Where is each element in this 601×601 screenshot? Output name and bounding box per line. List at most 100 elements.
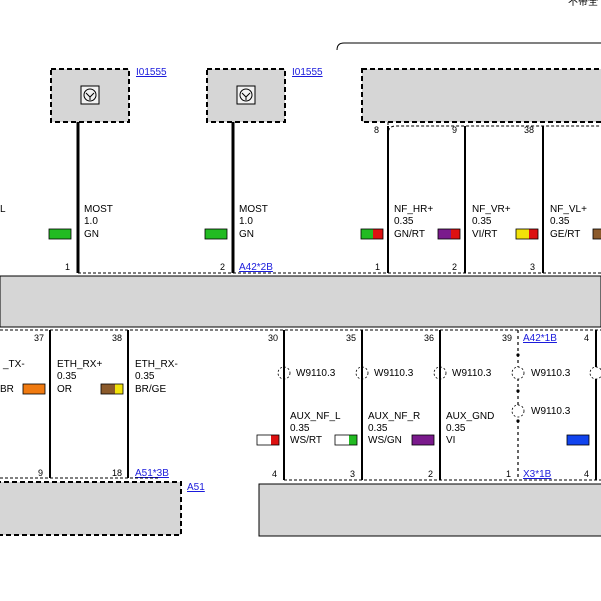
pin-number: 1 (65, 262, 70, 272)
wire-label-most-2: MOST 1.0 GN (239, 204, 268, 240)
component-i01555-right[interactable] (206, 68, 286, 123)
svg-text:0.35: 0.35 (472, 216, 492, 227)
svg-text:0.35: 0.35 (368, 423, 388, 434)
pin-number: 39 (502, 333, 512, 343)
pin-frame-top (387, 122, 601, 135)
component-x3[interactable] (258, 483, 601, 537)
wire-label-nf-vr: NF_VR+ 0.35 VI/RT (472, 204, 511, 240)
speaker-icon (236, 85, 256, 105)
color-swatch (256, 434, 280, 446)
svg-text:AUX_NF_R: AUX_NF_R (368, 411, 420, 422)
svg-text:W9110.3: W9110.3 (296, 368, 336, 379)
pin-number: 8 (374, 125, 379, 135)
splice-marker[interactable]: W9110.3 (511, 366, 571, 380)
svg-text:W9110.3: W9110.3 (452, 368, 492, 379)
pin-number: 18 (112, 468, 122, 478)
pin-number: 30 (268, 333, 278, 343)
svg-text:1.0: 1.0 (84, 216, 98, 227)
pin-number: 3 (530, 262, 535, 272)
color-swatch (592, 228, 601, 240)
svg-text:GN: GN (84, 229, 99, 240)
svg-text:BR/GE: BR/GE (135, 384, 166, 395)
component-link-i01555[interactable]: I01555 (136, 67, 167, 78)
svg-text:_TX-: _TX- (2, 359, 25, 370)
splice-marker[interactable]: W9110.3 (433, 366, 492, 380)
pin-number: 9 (38, 468, 43, 478)
splice-marker[interactable]: W9110.3 (511, 404, 571, 418)
splice-marker[interactable] (589, 366, 601, 380)
wire-label-nf-hr: NF_HR+ 0.35 GN/RT (394, 204, 433, 240)
svg-text:BR: BR (0, 384, 14, 395)
pin-number: 38 (524, 125, 534, 135)
svg-text:0.35: 0.35 (57, 371, 77, 382)
color-swatch (437, 228, 461, 240)
wire-label-aux-nf-l: AUX_NF_L 0.35 WS/RT (290, 411, 341, 446)
amplifier-connector[interactable] (361, 68, 601, 123)
component-i01555-left[interactable] (50, 68, 130, 123)
component-a51[interactable] (0, 481, 182, 536)
svg-text:0.35: 0.35 (394, 216, 414, 227)
svg-text:VI: VI (446, 435, 455, 446)
color-swatch (100, 383, 124, 395)
pin-number: 35 (346, 333, 356, 343)
corner-label: 不带全 (568, 0, 598, 8)
svg-text:W9110.3: W9110.3 (531, 368, 571, 379)
connector-link-a42-2b[interactable]: A42*2B (239, 262, 273, 273)
speaker-icon (80, 85, 100, 105)
color-swatch (566, 434, 590, 446)
wire-label-most-1: MOST 1.0 GN (84, 204, 113, 240)
color-swatch (48, 228, 72, 240)
svg-text:W9110.3: W9110.3 (374, 368, 414, 379)
wire-label-eth-rx-minus: ETH_RX- 0.35 BR/GE (135, 359, 178, 395)
splice-marker[interactable]: W9110.3 (355, 366, 414, 380)
component-link-a51[interactable]: A51 (187, 482, 205, 493)
svg-text:0.35: 0.35 (135, 371, 155, 382)
svg-text:MOST: MOST (84, 204, 113, 215)
svg-text:NF_HR+: NF_HR+ (394, 204, 433, 215)
component-link-i01555-b[interactable]: I01555 (292, 67, 323, 78)
svg-text:MOST: MOST (239, 204, 268, 215)
svg-text:GE/RT: GE/RT (550, 229, 580, 240)
color-swatch (22, 383, 46, 395)
wire-label-aux-nf-r: AUX_NF_R 0.35 WS/GN (368, 411, 420, 446)
svg-text:1.0: 1.0 (239, 216, 253, 227)
pin-number: 38 (112, 333, 122, 343)
svg-text:NF_VR+: NF_VR+ (472, 204, 511, 215)
svg-text:0.35: 0.35 (446, 423, 466, 434)
svg-text:WS/GN: WS/GN (368, 435, 402, 446)
svg-text:0.35: 0.35 (550, 216, 570, 227)
edge-label: L (0, 204, 6, 215)
svg-text:W9110.3: W9110.3 (531, 406, 571, 417)
pin-number: 1 (506, 469, 511, 479)
svg-text:NF_VL+: NF_VL+ (550, 204, 587, 215)
pin-number: 9 (452, 125, 457, 135)
pin-number: 4 (584, 469, 589, 479)
color-swatch (360, 228, 384, 240)
svg-text:AUX_NF_L: AUX_NF_L (290, 411, 341, 422)
pin-number: 3 (350, 469, 355, 479)
svg-text:GN: GN (239, 229, 254, 240)
svg-text:OR: OR (57, 384, 72, 395)
color-swatch (204, 228, 228, 240)
group-bracket (336, 42, 601, 51)
pin-number: 1 (375, 262, 380, 272)
pin-number: 2 (452, 262, 457, 272)
wire-label-eth-rx-plus: ETH_RX+ 0.35 OR (57, 359, 102, 395)
color-swatch (515, 228, 539, 240)
connector-link-a51-3b[interactable]: A51*3B (135, 468, 169, 479)
wire-label-aux-gnd: AUX_GND 0.35 VI (446, 411, 494, 446)
edge-wire-label-tx: _TX- BR (0, 359, 25, 395)
svg-text:0.35: 0.35 (290, 423, 310, 434)
shield-dots (516, 353, 520, 423)
pin-number: 4 (584, 333, 589, 343)
color-swatch (334, 434, 358, 446)
svg-text:WS/RT: WS/RT (290, 435, 322, 446)
splice-marker[interactable]: W9110.3 (277, 366, 336, 380)
connector-link-a42-1b[interactable]: A42*1B (523, 333, 557, 344)
svg-text:GN/RT: GN/RT (394, 229, 425, 240)
connector-link-x3-1b[interactable]: X3*1B (523, 469, 552, 480)
control-unit-bar[interactable] (0, 275, 601, 328)
svg-text:ETH_RX+: ETH_RX+ (57, 359, 102, 370)
wire-label-nf-vl: NF_VL+ 0.35 GE/RT (550, 204, 587, 240)
